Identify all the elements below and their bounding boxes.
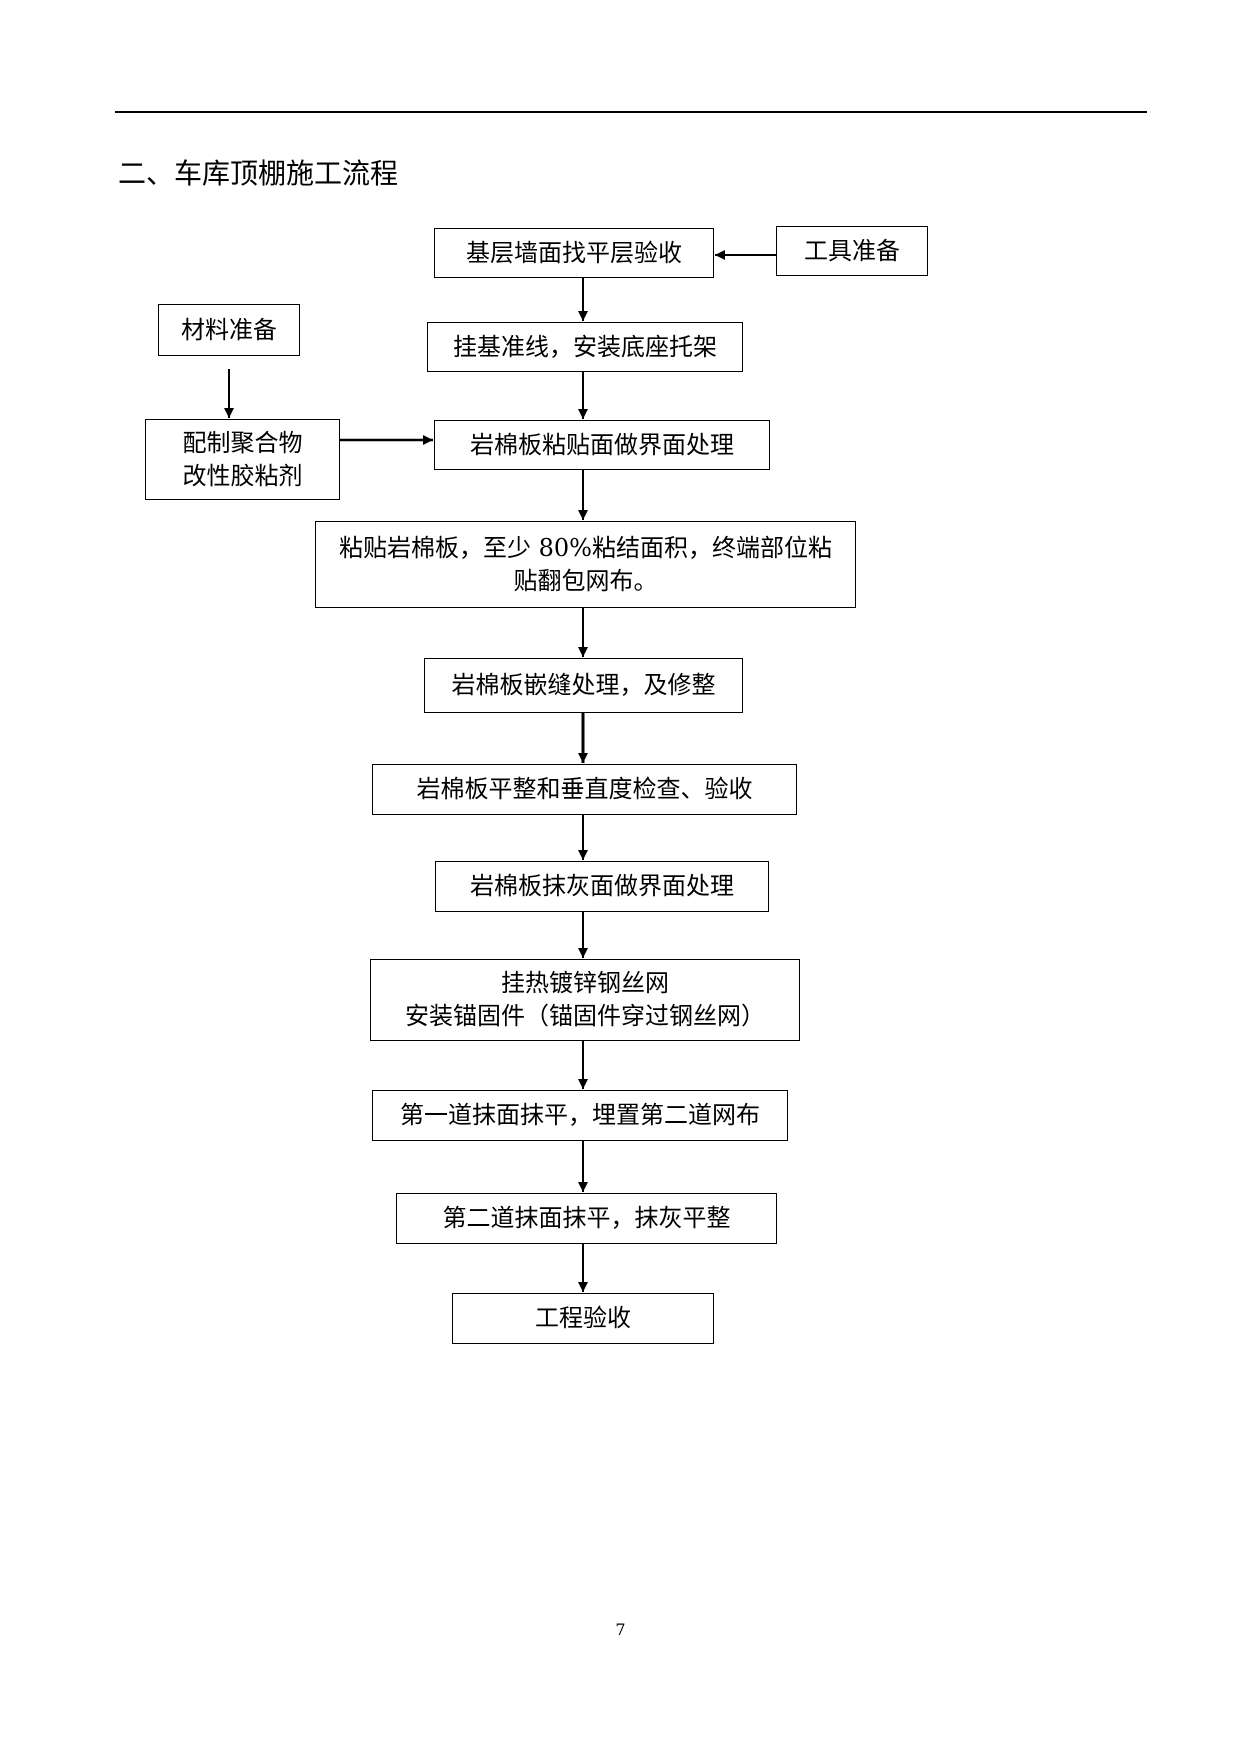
box-materials: 材料准备 xyxy=(158,304,300,356)
box-base-check: 基层墙面找平层验收 xyxy=(434,228,714,278)
box-first-coat-label: 第一道抹面抹平，埋置第二道网布 xyxy=(400,1101,760,1129)
box-paste: 粘贴岩棉板，至少 80%粘结面积，终端部位粘 贴翻包网布。 xyxy=(315,521,856,608)
box-mesh: 挂热镀锌钢丝网 安装锚固件（锚固件穿过钢丝网） xyxy=(370,959,800,1041)
box-paste-label-2: 贴翻包网布。 xyxy=(513,566,658,595)
box-tools-label: 工具准备 xyxy=(804,236,900,265)
page-number: 7 xyxy=(615,1620,626,1639)
box-first-coat: 第一道抹面抹平，埋置第二道网布 xyxy=(372,1090,788,1141)
box-hang-line: 挂基准线，安装底座托架 xyxy=(427,322,743,372)
header-rule xyxy=(115,111,1147,113)
box-flatness-label: 岩棉板平整和垂直度检查、验收 xyxy=(416,775,753,803)
box-plaster-interface: 岩棉板抹灰面做界面处理 xyxy=(435,861,769,912)
box-adhesive-label-1: 配制聚合物 xyxy=(182,428,303,457)
section-title: 二、车库顶棚施工流程 xyxy=(118,157,399,190)
box-bond-interface-label: 岩棉板粘贴面做界面处理 xyxy=(470,430,734,459)
box-base-check-label: 基层墙面找平层验收 xyxy=(466,238,682,267)
box-bond-interface: 岩棉板粘贴面做界面处理 xyxy=(434,420,770,470)
box-mesh-label-2: 安装锚固件（锚固件穿过钢丝网） xyxy=(405,1002,765,1030)
box-plaster-interface-label: 岩棉板抹灰面做界面处理 xyxy=(470,872,734,900)
box-adhesive-label-2: 改性胶粘剂 xyxy=(182,461,303,490)
box-acceptance: 工程验收 xyxy=(452,1293,714,1344)
box-joint: 岩棉板嵌缝处理，及修整 xyxy=(424,658,743,713)
box-mesh-label-1: 挂热镀锌钢丝网 xyxy=(501,969,669,997)
box-second-coat: 第二道抹面抹平，抹灰平整 xyxy=(396,1193,777,1244)
box-hang-line-label: 挂基准线，安装底座托架 xyxy=(453,332,717,361)
box-acceptance-label: 工程验收 xyxy=(535,1304,631,1332)
box-flatness: 岩棉板平整和垂直度检查、验收 xyxy=(372,764,797,815)
box-adhesive: 配制聚合物 改性胶粘剂 xyxy=(145,419,340,500)
box-joint-label: 岩棉板嵌缝处理，及修整 xyxy=(451,671,716,699)
box-tools: 工具准备 xyxy=(776,226,928,276)
box-second-coat-label: 第二道抹面抹平，抹灰平整 xyxy=(442,1204,731,1232)
box-materials-label: 材料准备 xyxy=(181,315,277,344)
box-paste-label-1: 粘贴岩棉板，至少 80%粘结面积，终端部位粘 xyxy=(339,533,832,562)
